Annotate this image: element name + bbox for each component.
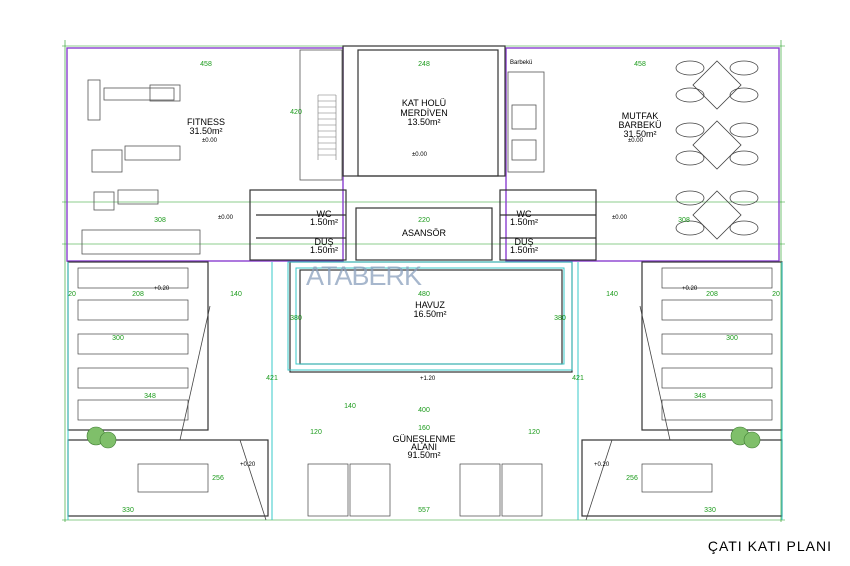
dimension-label: 308 — [678, 217, 690, 224]
dimension-label: 557 — [418, 507, 430, 514]
walls — [67, 45, 783, 517]
stair-area: 13.50m² — [407, 117, 440, 127]
dimension-label: 256 — [212, 475, 224, 482]
level-marker: +0.20 — [154, 286, 170, 292]
dimension-label: 330 — [122, 507, 134, 514]
sun-area: 91.50m² — [407, 450, 440, 460]
sun-loungers-side — [77, 267, 773, 421]
fitness-level: ±0.00 — [202, 138, 218, 144]
dimension-label: 208 — [132, 291, 144, 298]
dimension-label: 120 — [310, 429, 322, 436]
wc-left-area: 1.50m² — [310, 217, 338, 227]
dimension-label: 400 — [418, 407, 430, 414]
dimension-label: 421 — [266, 375, 278, 382]
dimension-label: 160 — [418, 425, 430, 432]
dimension-label: 348 — [694, 393, 706, 400]
stair-name-1: KAT HOLÜ — [402, 98, 446, 108]
stair-level: ±0.00 — [412, 152, 428, 158]
dimension-label: 420 — [290, 109, 302, 116]
fitness-equipment — [81, 49, 343, 255]
trees — [86, 426, 761, 449]
level-marker: +0.20 — [682, 286, 698, 292]
pool-area: 16.50m² — [413, 309, 446, 319]
kitchen-area: 31.50m² — [623, 129, 656, 139]
ramps — [179, 305, 671, 521]
kitchen-name-2: BARBEKÜ — [618, 120, 661, 130]
sun-name-2: ALANI — [411, 442, 437, 452]
dus-left-area: 1.50m² — [310, 245, 338, 255]
dimension-label: 220 — [418, 217, 430, 224]
logo-watermark: ATABERK — [306, 261, 422, 291]
dimension-label: 300 — [726, 335, 738, 342]
dimension-label: 458 — [200, 61, 212, 68]
sun-name-1: GÜNEŞLENME — [392, 434, 455, 444]
dimension-label: 458 — [634, 61, 646, 68]
dus-right-name: DUŞ — [514, 237, 533, 247]
fitness-name: FITNESS — [187, 117, 225, 127]
barbecue-label: Barbekü — [510, 60, 532, 66]
stair-name-2: MERDİVEN — [400, 108, 448, 118]
dimension-label: 140 — [344, 403, 356, 410]
wc-right-name: WC — [517, 209, 532, 219]
dimension-label: 140 — [606, 291, 618, 298]
level-marker: +0.20 — [594, 462, 610, 468]
dimension-label: 256 — [626, 475, 638, 482]
kitchen-counter — [507, 71, 545, 173]
level-marker: +1.20 — [420, 376, 436, 382]
page-title: ÇATI KATI PLANI — [707, 538, 832, 554]
wc-right-area: 1.50m² — [510, 217, 538, 227]
dimension-label: 208 — [706, 291, 718, 298]
dimension-label: 300 — [112, 335, 124, 342]
dining-tables — [675, 60, 759, 240]
dimension-label: 348 — [144, 393, 156, 400]
dimension-label: 330 — [704, 507, 716, 514]
dimension-label: 421 — [572, 375, 584, 382]
level-marker: ±0.00 — [612, 215, 628, 221]
dimension-label: 140 — [230, 291, 242, 298]
wc-left-name: WC — [317, 209, 332, 219]
dimension-label: 120 — [528, 429, 540, 436]
dimension-label: 248 — [418, 61, 430, 68]
kitchen-name-1: MUTFAK — [622, 111, 659, 121]
staircase — [317, 94, 337, 160]
dus-right-area: 1.50m² — [510, 245, 538, 255]
dus-left-name: DUŞ — [314, 237, 333, 247]
fitness-area: 31.50m² — [189, 126, 222, 136]
dimension-label: 20 — [772, 291, 780, 298]
level-marker: +0.20 — [240, 462, 256, 468]
lift-name: ASANSÖR — [402, 228, 447, 238]
dimension-label: 380 — [290, 315, 302, 322]
sun-loungers-bottom — [137, 463, 713, 517]
dimension-label: 308 — [154, 217, 166, 224]
dimension-frame — [62, 40, 785, 522]
pool-name: HAVUZ — [415, 300, 445, 310]
dimension-label: 380 — [554, 315, 566, 322]
dimension-label: 20 — [68, 291, 76, 298]
level-marker: ±0.00 — [218, 215, 234, 221]
pool — [67, 261, 783, 520]
kitchen-level: ±0.00 — [628, 138, 644, 144]
dimension-label: 480 — [418, 291, 430, 298]
